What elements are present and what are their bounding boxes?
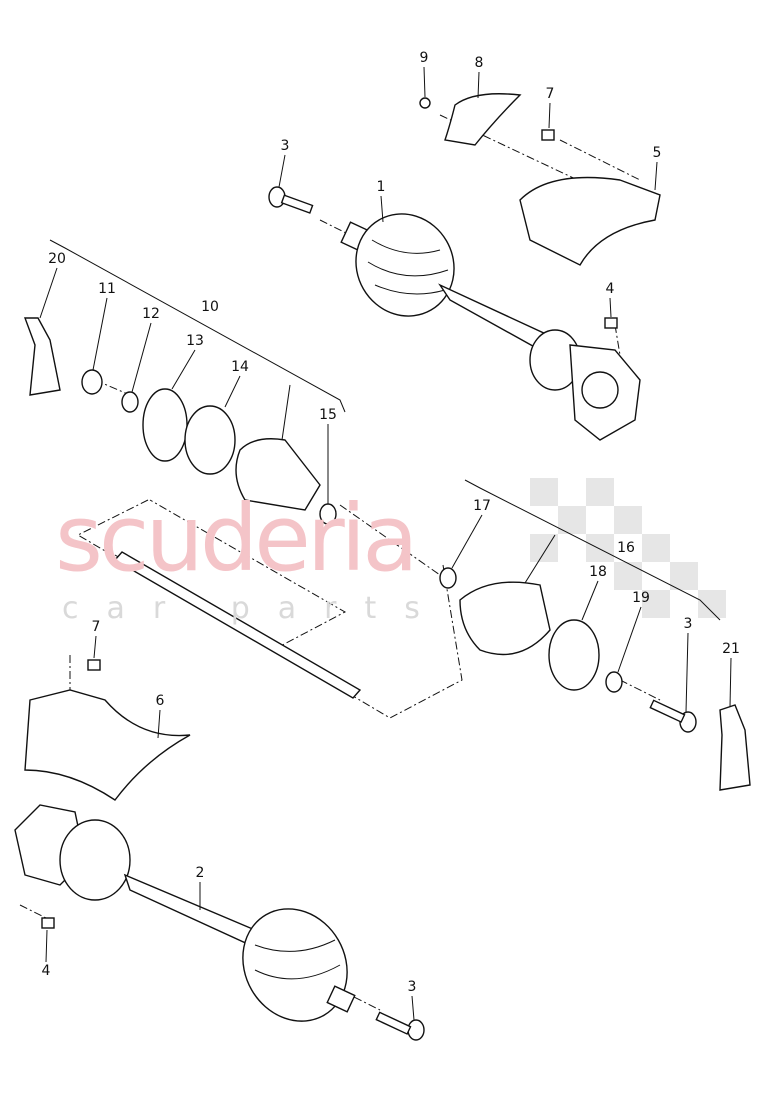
label-16: 16	[617, 540, 635, 556]
bolt-3-mid	[649, 699, 697, 733]
part-6-heat-shield	[24, 689, 191, 801]
part-18-clamp	[548, 619, 600, 691]
part-13-clamp	[142, 388, 188, 462]
label-5: 5	[653, 145, 662, 161]
intermediate-shaft	[113, 551, 362, 699]
label-4-right: 4	[606, 281, 615, 297]
part-labels: 9 8 7 5 3 1 20 11 10 12 13 14 4 15 17 16…	[42, 50, 740, 995]
bolt-7-left	[87, 659, 101, 671]
label-19: 19	[632, 590, 650, 606]
bolt-4-left	[41, 917, 55, 929]
part-14-ring	[184, 405, 236, 475]
bolt-7-top	[541, 129, 555, 141]
label-18: 18	[589, 564, 607, 580]
label-2: 2	[196, 865, 205, 881]
bolts	[41, 97, 697, 1041]
bolt-3-top	[268, 186, 314, 214]
label-21: 21	[722, 641, 740, 657]
label-14: 14	[231, 359, 249, 375]
part-12-circlip	[121, 391, 139, 413]
watermark-brand: scuderia	[55, 485, 415, 592]
label-7-top: 7	[546, 86, 555, 102]
label-10: 10	[201, 299, 219, 315]
checker-flag-logo	[530, 478, 726, 618]
label-8: 8	[475, 55, 484, 71]
label-leaders	[39, 66, 732, 1021]
part-16-boot	[459, 581, 551, 656]
leader-lines	[19, 114, 721, 1011]
label-7-left: 7	[92, 619, 101, 635]
watermark-sub: car parts	[62, 591, 448, 626]
part-2-drive-shaft	[14, 804, 356, 1022]
label-4-left: 4	[42, 963, 51, 979]
label-3-top: 3	[281, 138, 290, 154]
part-5-heat-shield	[519, 176, 661, 266]
bolt-3-bottom	[375, 1011, 425, 1041]
bolt-4-right	[604, 317, 618, 329]
part-17-clamp	[439, 567, 457, 589]
part-10-boot	[235, 438, 321, 511]
label-12: 12	[142, 306, 160, 322]
part-1-drive-shaft	[340, 213, 641, 441]
part-11-circlip	[81, 369, 103, 395]
part-21-grease-tube	[719, 704, 751, 791]
label-3-bottom: 3	[408, 979, 417, 995]
part-8-shield	[444, 93, 522, 146]
label-20: 20	[48, 251, 66, 267]
label-13: 13	[186, 333, 204, 349]
label-17: 17	[473, 498, 491, 514]
label-15: 15	[319, 407, 337, 423]
label-11: 11	[98, 281, 116, 297]
part-19-circlip	[605, 671, 623, 693]
label-3-mid: 3	[684, 616, 693, 632]
label-1: 1	[377, 179, 386, 195]
part-20-grease-tube	[23, 317, 61, 396]
bolt-9	[419, 97, 431, 109]
watermark: scuderia car parts	[55, 485, 448, 626]
label-9: 9	[420, 50, 429, 66]
label-6: 6	[156, 693, 165, 709]
